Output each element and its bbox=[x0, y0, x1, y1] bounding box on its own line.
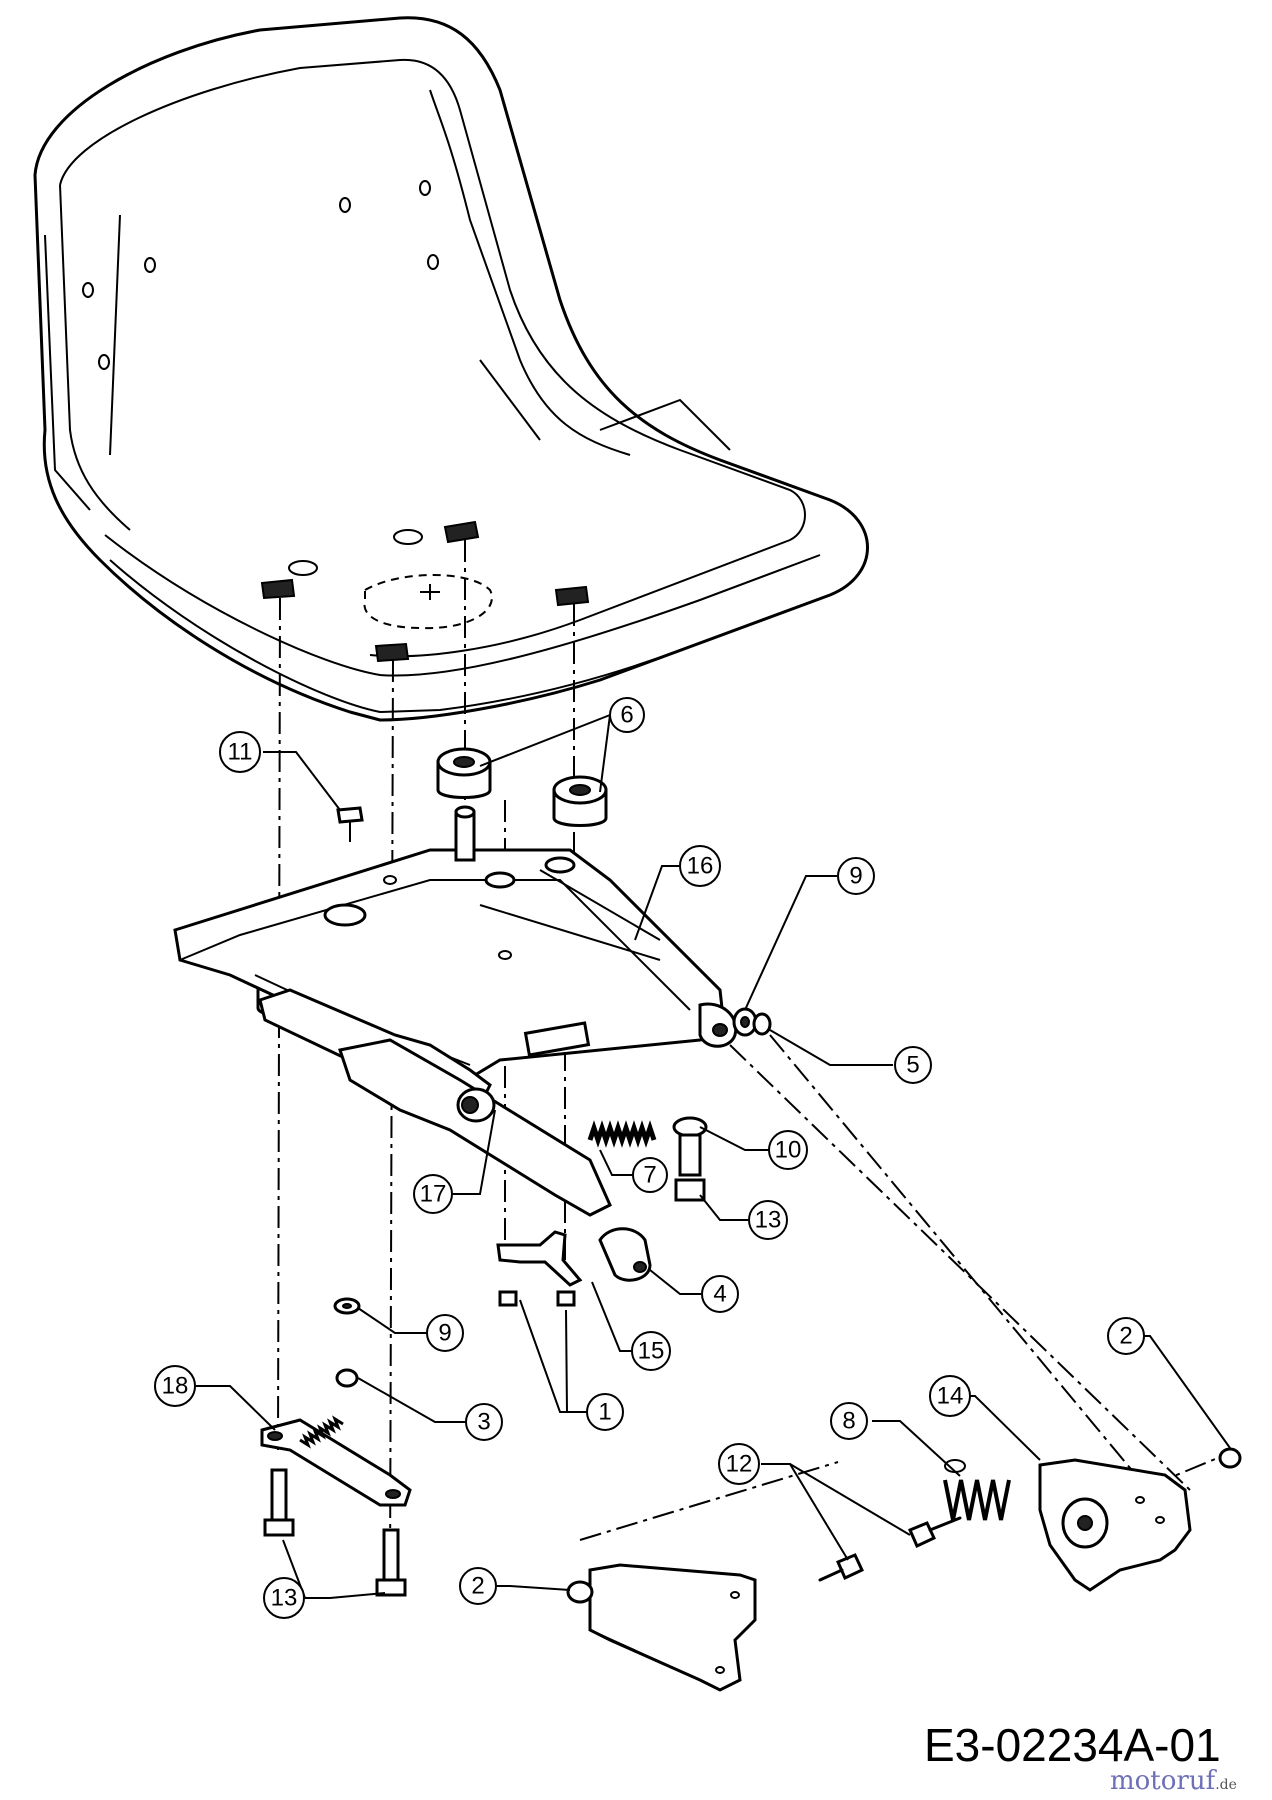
callout: 5 bbox=[894, 1046, 932, 1084]
pivot-bracket bbox=[1038, 1458, 1192, 1592]
seat-shell bbox=[33, 16, 869, 722]
rubber-bumper bbox=[436, 747, 492, 799]
shoulder-bolt bbox=[375, 1528, 407, 1597]
callout-label: 14 bbox=[937, 1383, 964, 1410]
callout-label: 15 bbox=[638, 1338, 665, 1365]
nut bbox=[335, 1368, 359, 1388]
callout: 13 bbox=[748, 1200, 788, 1240]
callout-label: 3 bbox=[477, 1409, 490, 1436]
shoulder-bolt bbox=[263, 1468, 295, 1537]
flange-nut bbox=[566, 1580, 594, 1604]
callout-label: 2 bbox=[1119, 1323, 1132, 1350]
lock-bracket bbox=[496, 1230, 583, 1287]
callout-label: 18 bbox=[162, 1373, 189, 1400]
watermark-logo: motoruf.de bbox=[1110, 1766, 1237, 1796]
callout: 7 bbox=[632, 1157, 668, 1193]
hex-bolt bbox=[908, 1516, 962, 1549]
watermark-brand: motoruf bbox=[1110, 1766, 1216, 1796]
adjuster-bar bbox=[260, 1415, 412, 1507]
callout: 2 bbox=[1107, 1317, 1145, 1355]
callout-label: 5 bbox=[906, 1052, 919, 1079]
callout-label: 9 bbox=[849, 863, 862, 890]
callout: 1 bbox=[586, 1393, 624, 1431]
callout: 6 bbox=[609, 697, 645, 733]
callout-label: 4 bbox=[713, 1281, 726, 1308]
callout: 12 bbox=[718, 1443, 760, 1485]
callout-label: 11 bbox=[228, 739, 253, 766]
slide-rail bbox=[258, 988, 612, 1217]
compression-spring bbox=[587, 1120, 657, 1148]
rubber-bumper bbox=[552, 775, 608, 827]
washer bbox=[333, 1297, 361, 1315]
callout: 11 bbox=[219, 731, 261, 773]
callout: 3 bbox=[465, 1403, 503, 1441]
callout-label: 10 bbox=[775, 1137, 802, 1164]
shoulder-bolt bbox=[674, 1178, 706, 1202]
callout-label: 1 bbox=[598, 1399, 611, 1426]
callout-label: 6 bbox=[620, 702, 633, 729]
callout: 16 bbox=[679, 845, 721, 887]
callout-label: 7 bbox=[643, 1162, 656, 1189]
callout: 18 bbox=[154, 1365, 196, 1407]
callout: 13 bbox=[263, 1577, 305, 1619]
nut bbox=[752, 1012, 772, 1036]
callout-label: 2 bbox=[471, 1573, 484, 1600]
callout-label: 16 bbox=[687, 853, 714, 880]
callout: 15 bbox=[631, 1331, 671, 1371]
callout-label: 13 bbox=[755, 1207, 782, 1234]
callout-label: 9 bbox=[438, 1320, 451, 1347]
hex-bolt bbox=[818, 1553, 864, 1582]
seat-plate bbox=[173, 805, 738, 1077]
lever-grip bbox=[598, 1227, 652, 1282]
flange-nut bbox=[1218, 1447, 1242, 1469]
callout: 8 bbox=[830, 1402, 868, 1440]
screw bbox=[336, 806, 364, 842]
callout: 2 bbox=[459, 1567, 497, 1605]
callout-label: 12 bbox=[726, 1451, 753, 1478]
callout-label: 17 bbox=[420, 1181, 447, 1208]
watermark-suffix: .de bbox=[1215, 1777, 1237, 1793]
callout: 9 bbox=[837, 857, 875, 895]
tension-spring bbox=[943, 1459, 1011, 1521]
mount-bracket bbox=[588, 1563, 757, 1692]
callout-label: 8 bbox=[842, 1408, 855, 1435]
drawing-number: E3-02234A-01 bbox=[924, 1719, 1221, 1771]
callout-label: 13 bbox=[271, 1585, 298, 1612]
callout: 4 bbox=[701, 1275, 739, 1313]
screw bbox=[556, 1290, 576, 1307]
screw bbox=[498, 1290, 518, 1307]
callout: 10 bbox=[768, 1130, 808, 1170]
spacer-bushing bbox=[672, 1116, 708, 1177]
callout: 17 bbox=[413, 1174, 453, 1214]
callout: 9 bbox=[426, 1314, 464, 1352]
callout: 14 bbox=[929, 1375, 971, 1417]
